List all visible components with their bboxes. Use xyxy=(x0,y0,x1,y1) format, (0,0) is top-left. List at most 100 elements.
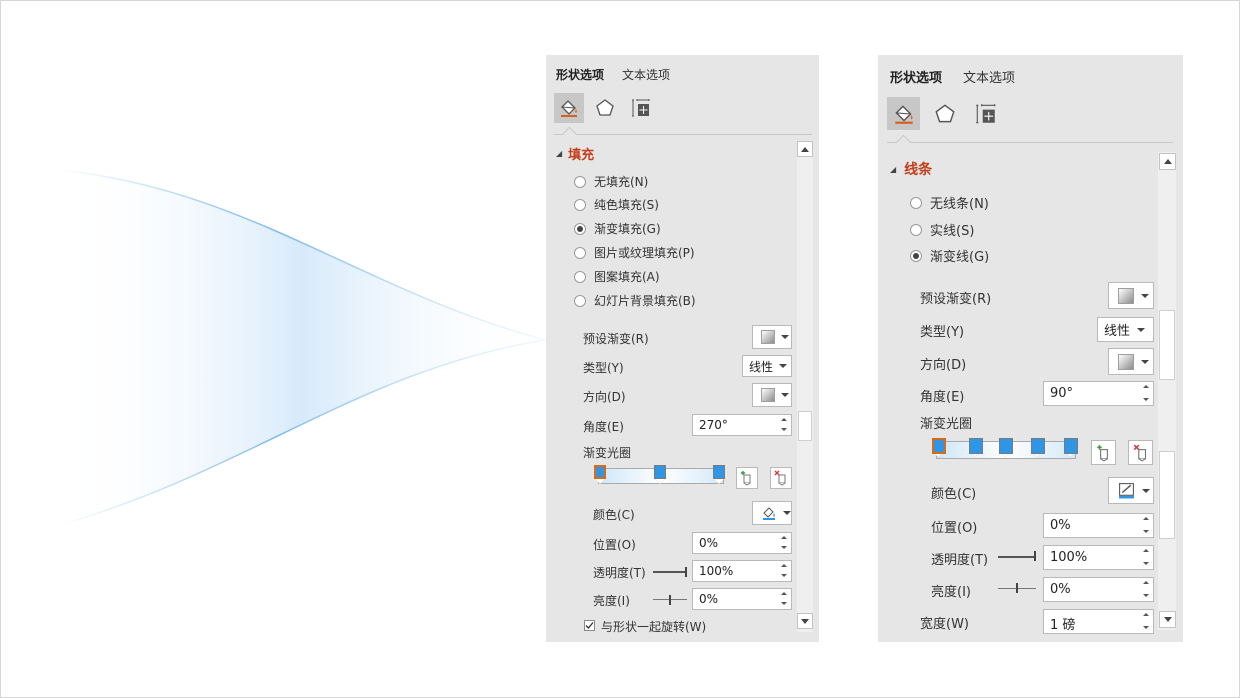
section-line-header[interactable]: ◢ 线条 xyxy=(890,159,932,179)
tab-text-options[interactable]: 文本选项 xyxy=(963,71,1016,86)
gradient-stop[interactable] xyxy=(713,465,725,484)
radio-no-line[interactable]: 无线条(N) xyxy=(910,193,989,212)
position-spinner[interactable]: 0% xyxy=(1043,513,1154,538)
size-properties-icon[interactable] xyxy=(969,97,1002,130)
radio-slide-background-fill[interactable]: 幻灯片背景填充(B) xyxy=(574,292,696,309)
spin-up-icon[interactable] xyxy=(781,536,787,539)
spin-down-icon[interactable] xyxy=(1143,398,1149,401)
preset-gradient-dropdown[interactable] xyxy=(1108,282,1154,309)
spin-down-icon[interactable] xyxy=(781,428,787,431)
brightness-spinner[interactable]: 0% xyxy=(1043,577,1154,602)
transparency-slider-knob[interactable] xyxy=(1034,551,1036,561)
position-spinner[interactable]: 0% xyxy=(692,532,792,554)
gradient-stop[interactable] xyxy=(969,438,983,459)
size-properties-icon[interactable] xyxy=(626,93,656,123)
chevron-down-icon xyxy=(801,618,809,624)
scrollbar-thumb[interactable] xyxy=(798,411,812,441)
gradient-stop[interactable] xyxy=(654,465,666,484)
scrollbar-thumb[interactable] xyxy=(1159,310,1175,380)
type-value: 线性 xyxy=(749,359,774,374)
spin-down-icon[interactable] xyxy=(1143,626,1149,629)
transparency-spinner[interactable]: 100% xyxy=(1043,545,1154,570)
transparency-spinner[interactable]: 100% xyxy=(692,560,792,582)
fill-line-icon[interactable] xyxy=(554,93,584,123)
preset-gradient-dropdown[interactable] xyxy=(752,325,792,349)
radio-button xyxy=(574,270,586,283)
vertical-scrollbar[interactable] xyxy=(1158,152,1176,630)
gradient-stop[interactable] xyxy=(1064,438,1078,459)
remove-stop-icon xyxy=(774,470,786,486)
remove-gradient-stop-button[interactable] xyxy=(1128,440,1153,465)
add-gradient-stop-button[interactable] xyxy=(1091,440,1116,465)
type-dropdown[interactable]: 线性 xyxy=(1097,317,1154,342)
effects-pentagon-icon[interactable] xyxy=(928,97,961,130)
radio-solid-line[interactable]: 实线(S) xyxy=(910,220,974,239)
radio-gradient-fill[interactable]: 渐变填充(G) xyxy=(574,220,661,237)
direction-dropdown[interactable] xyxy=(1108,348,1154,375)
add-gradient-stop-button[interactable] xyxy=(736,467,758,489)
scroll-up-button[interactable] xyxy=(1159,153,1176,170)
tab-shape-options[interactable]: 形状选项 xyxy=(890,71,943,86)
spin-up-icon[interactable] xyxy=(781,592,787,595)
scroll-up-button[interactable] xyxy=(797,141,813,157)
spin-up-icon[interactable] xyxy=(1143,613,1149,616)
gradient-stop[interactable] xyxy=(999,438,1013,459)
color-dropdown[interactable] xyxy=(752,501,792,525)
transparency-slider[interactable] xyxy=(653,571,687,573)
brightness-label: 亮度(I) xyxy=(931,585,971,600)
tab-indicator xyxy=(895,134,912,151)
spin-down-icon[interactable] xyxy=(1143,562,1149,565)
gradient-stop[interactable] xyxy=(932,438,946,459)
brightness-spinner[interactable]: 0% xyxy=(692,588,792,610)
spin-up-icon[interactable] xyxy=(781,418,787,421)
spin-down-icon[interactable] xyxy=(781,602,787,605)
spin-up-icon[interactable] xyxy=(781,564,787,567)
position-value: 0% xyxy=(699,536,719,550)
chevron-down-icon xyxy=(781,335,789,339)
angle-spinner[interactable]: 270° xyxy=(692,414,792,436)
scroll-down-button[interactable] xyxy=(797,613,813,629)
transparency-label: 透明度(T) xyxy=(931,553,989,568)
vertical-scrollbar[interactable] xyxy=(797,141,813,632)
spin-up-icon[interactable] xyxy=(1143,385,1149,388)
brightness-slider-knob[interactable] xyxy=(669,595,671,605)
width-spinner[interactable]: 1 磅 xyxy=(1043,609,1154,634)
transparency-value: 100% xyxy=(1050,550,1088,565)
scroll-down-button[interactable] xyxy=(1159,611,1176,628)
radio-solid-fill[interactable]: 纯色填充(S) xyxy=(574,196,659,213)
effects-pentagon-icon[interactable] xyxy=(590,93,620,123)
scrollbar-thumb[interactable] xyxy=(1159,451,1175,539)
gradient-stop[interactable] xyxy=(1031,438,1045,459)
spin-down-icon[interactable] xyxy=(1143,594,1149,597)
type-label: 类型(Y) xyxy=(920,325,965,340)
section-fill-header[interactable]: ◢ 填充 xyxy=(556,144,594,163)
radio-picture-fill[interactable]: 图片或纹理填充(P) xyxy=(574,244,695,261)
tab-text-options[interactable]: 文本选项 xyxy=(622,68,671,82)
radio-gradient-line[interactable]: 渐变线(G) xyxy=(910,246,989,265)
transparency-slider-knob[interactable] xyxy=(685,567,687,577)
radio-label: 纯色填充(S) xyxy=(594,198,659,212)
radio-pattern-fill[interactable]: 图案填充(A) xyxy=(574,268,660,285)
remove-gradient-stop-button[interactable] xyxy=(770,467,792,489)
spin-up-icon[interactable] xyxy=(1143,581,1149,584)
radio-label: 无填充(N) xyxy=(594,175,649,189)
position-value: 0% xyxy=(1050,518,1071,533)
spin-up-icon[interactable] xyxy=(1143,517,1149,520)
rotate-with-shape-checkbox[interactable] xyxy=(584,620,595,631)
type-dropdown[interactable]: 线性 xyxy=(742,355,792,377)
tab-shape-options[interactable]: 形状选项 xyxy=(556,68,605,82)
color-dropdown[interactable] xyxy=(1108,477,1154,504)
spin-up-icon[interactable] xyxy=(1143,549,1149,552)
gradient-stop[interactable] xyxy=(594,465,606,484)
spin-down-icon[interactable] xyxy=(781,574,787,577)
angle-spinner[interactable]: 90° xyxy=(1043,381,1154,406)
brightness-slider-knob[interactable] xyxy=(1016,583,1018,593)
radio-no-fill[interactable]: 无填充(N) xyxy=(574,173,648,190)
fill-line-icon[interactable] xyxy=(887,97,920,130)
direction-swatch-icon xyxy=(1118,353,1134,370)
direction-dropdown[interactable] xyxy=(752,383,792,407)
spin-down-icon[interactable] xyxy=(1143,530,1149,533)
spin-down-icon[interactable] xyxy=(781,546,787,549)
transparency-slider[interactable] xyxy=(998,556,1036,558)
